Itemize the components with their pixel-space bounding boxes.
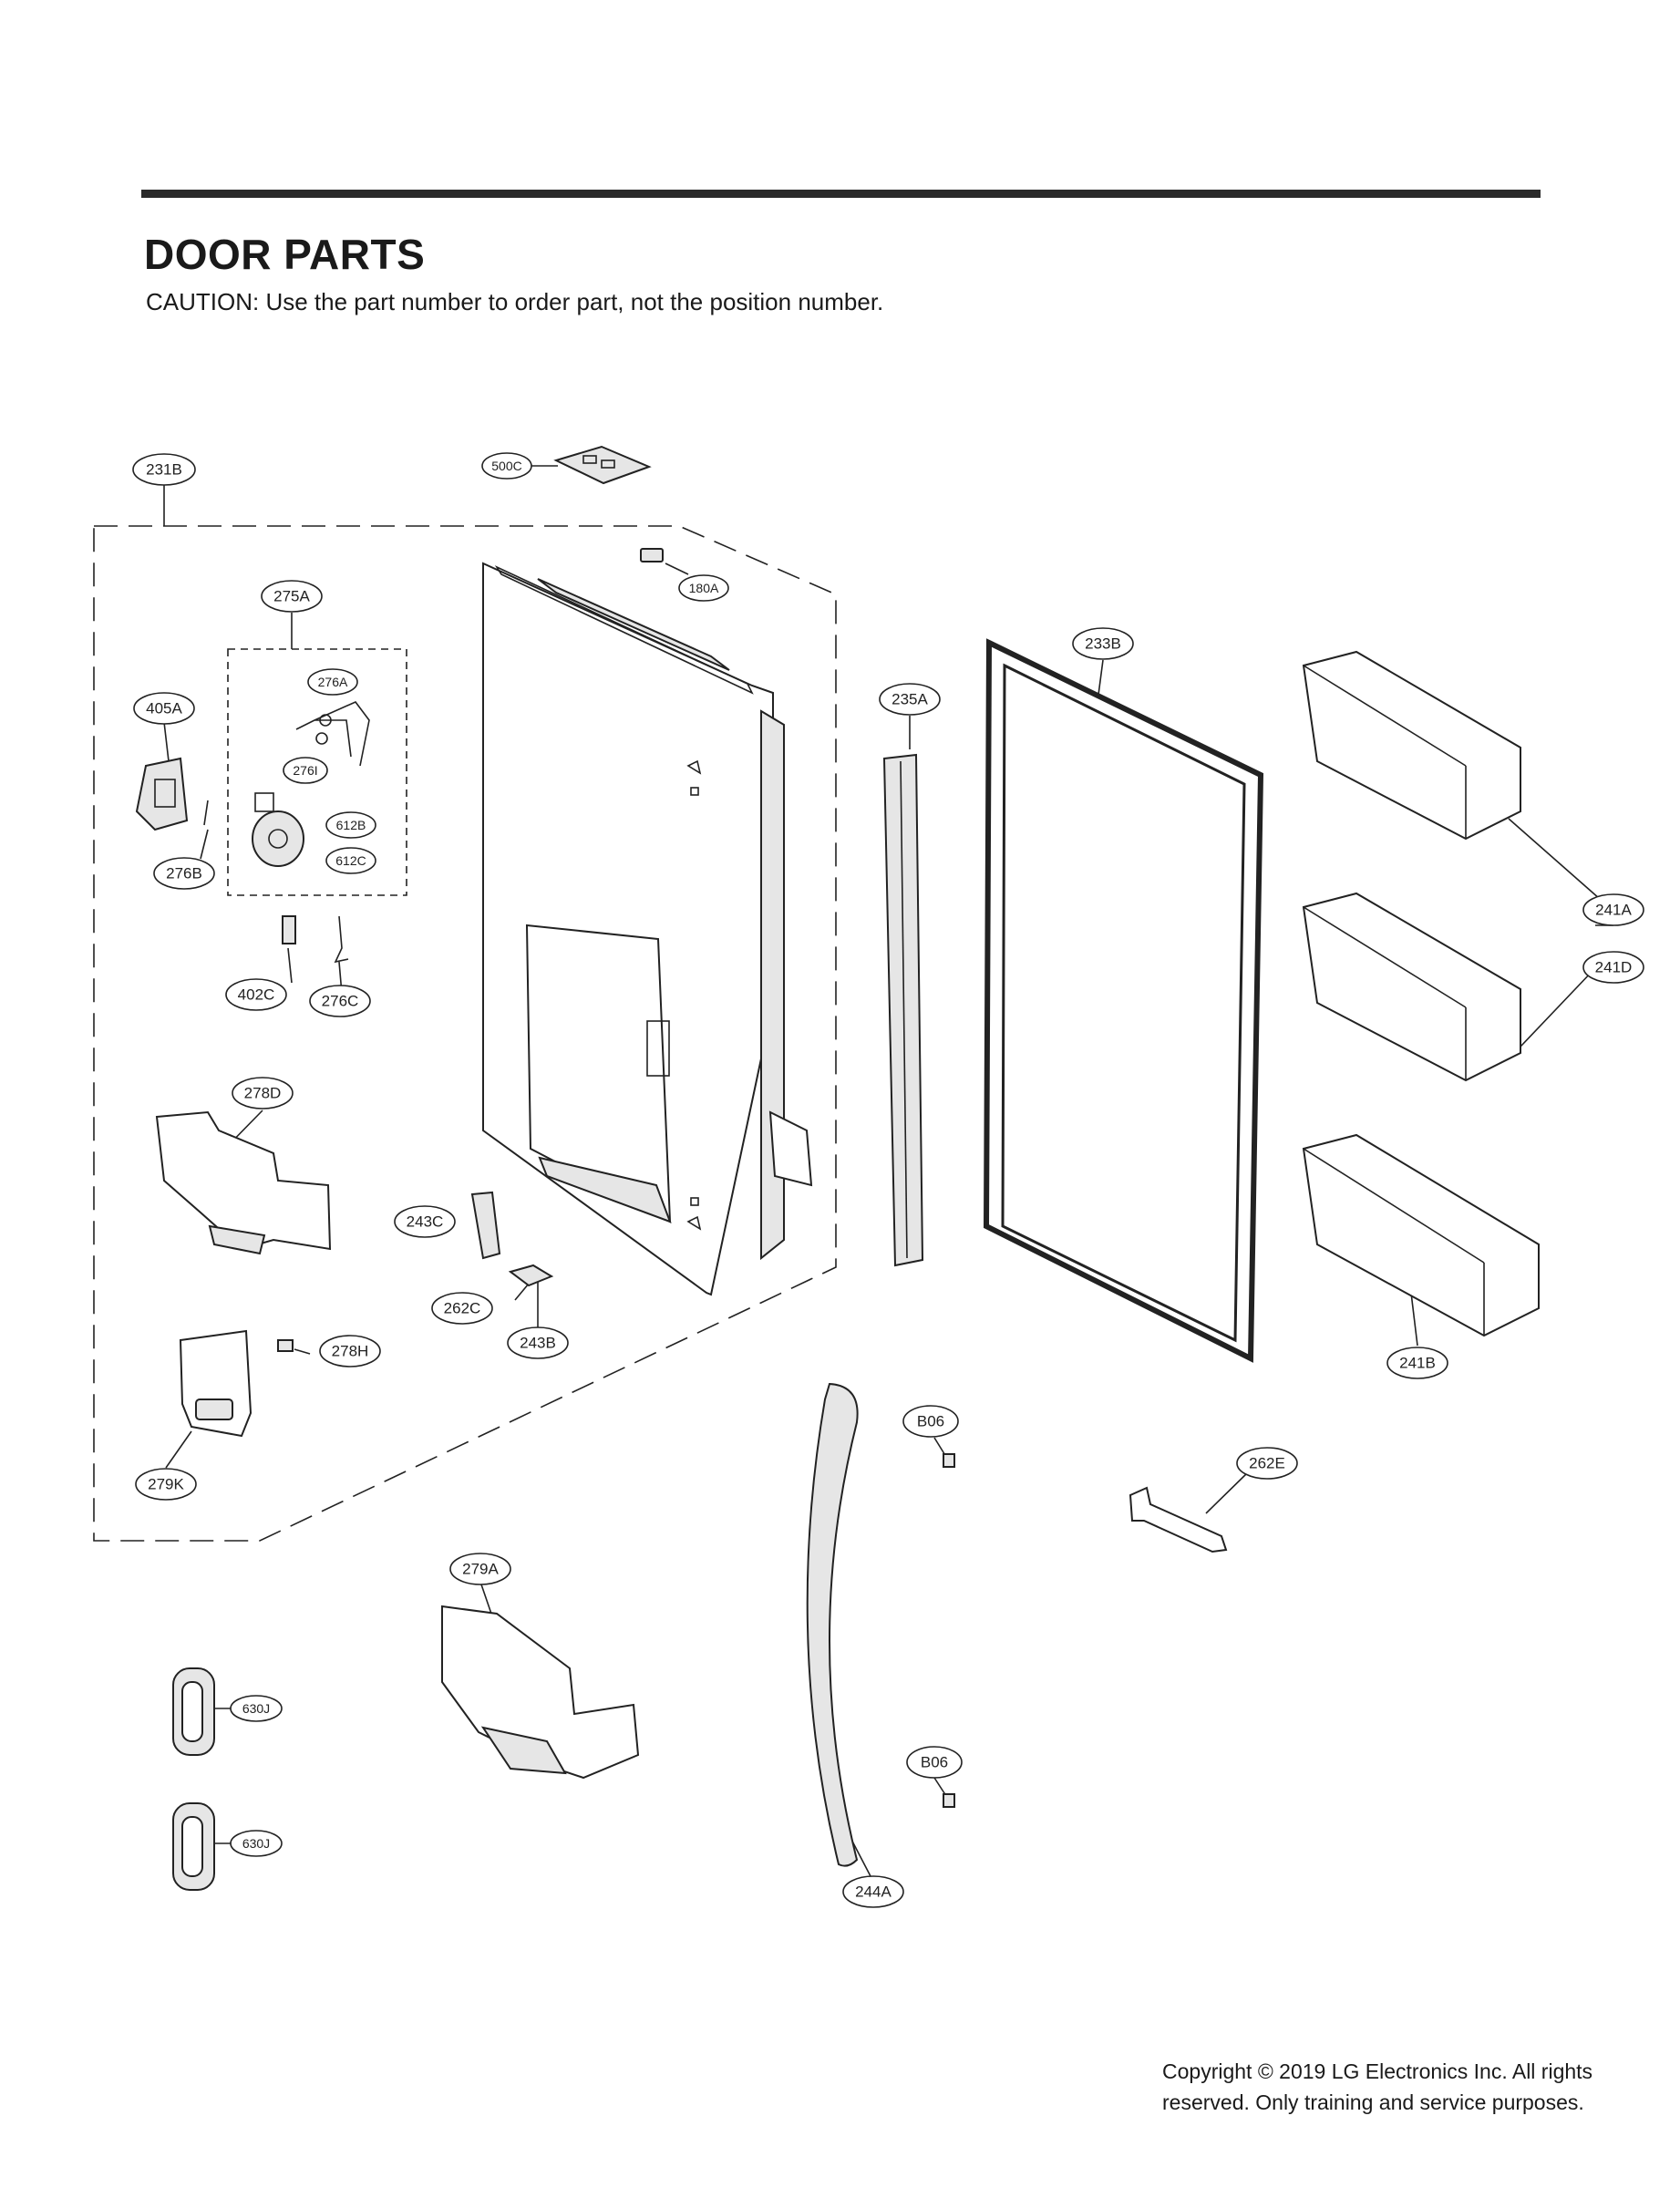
callout-276C: 276C	[309, 985, 371, 1017]
svg-text:243C: 243C	[407, 1213, 444, 1231]
part-276A-wire	[295, 701, 370, 767]
part-243C-bracket	[470, 1191, 501, 1260]
copyright-notice: Copyright © 2019 LG Electronics Inc. All…	[1162, 2056, 1636, 2118]
svg-text:500C: 500C	[491, 459, 521, 473]
callout-612B: 612B	[325, 811, 376, 839]
callout-630J-lower: 630J	[230, 1830, 283, 1857]
part-630J-seal-lower	[172, 1802, 215, 1891]
callout-241B: 241B	[1386, 1347, 1448, 1379]
svg-text:241A: 241A	[1595, 902, 1632, 919]
part-500C-control-board	[553, 445, 652, 485]
svg-text:B06: B06	[917, 1413, 944, 1430]
part-B06-screw-lower	[943, 1793, 955, 1808]
copyright-line-2: reserved. Only training and service purp…	[1162, 2090, 1584, 2114]
page-title: DOOR PARTS	[144, 231, 426, 278]
callout-278H: 278H	[319, 1335, 381, 1368]
callout-279A: 279A	[449, 1553, 511, 1585]
part-612-motor-assembly	[252, 792, 304, 867]
svg-text:180A: 180A	[689, 581, 719, 595]
svg-text:262E: 262E	[1249, 1455, 1285, 1472]
svg-text:243B: 243B	[520, 1335, 556, 1352]
header-rule	[141, 190, 1541, 198]
part-241D-bin	[1302, 892, 1521, 1082]
copyright-line-1: Copyright © 2019 LG Electronics Inc. All…	[1162, 2059, 1593, 2083]
part-door-liner-body	[482, 562, 813, 1296]
callout-612C: 612C	[325, 847, 376, 874]
part-276B-spring	[203, 800, 209, 826]
part-630J-seal-upper	[172, 1667, 215, 1756]
callout-243B: 243B	[507, 1326, 569, 1359]
callout-262C: 262C	[431, 1292, 493, 1325]
svg-text:276B: 276B	[166, 865, 202, 882]
callout-278D: 278D	[232, 1077, 294, 1109]
svg-text:402C: 402C	[238, 986, 275, 1004]
subassembly-boundary-275A	[227, 648, 407, 896]
callout-630J-upper: 630J	[230, 1695, 283, 1722]
svg-text:279K: 279K	[148, 1476, 184, 1493]
part-279K-cover	[179, 1329, 253, 1438]
svg-text:231B: 231B	[146, 461, 182, 479]
svg-text:244A: 244A	[855, 1884, 892, 1901]
callout-180A: 180A	[678, 574, 729, 602]
svg-text:612B: 612B	[336, 818, 366, 832]
svg-text:276I: 276I	[293, 763, 317, 778]
callout-241D: 241D	[1582, 951, 1644, 984]
part-235A-mullion	[882, 753, 924, 1267]
callout-262E: 262E	[1236, 1447, 1298, 1480]
callout-402C: 402C	[225, 978, 287, 1011]
callout-276A: 276A	[307, 668, 358, 696]
part-233B-gasket	[983, 638, 1264, 1363]
svg-text:241B: 241B	[1399, 1355, 1436, 1372]
callout-241A: 241A	[1582, 893, 1644, 926]
part-276C-lever	[334, 915, 349, 964]
part-244A-handle	[806, 1382, 859, 1867]
svg-text:278H: 278H	[332, 1343, 369, 1360]
callout-276I: 276I	[283, 757, 328, 784]
part-405A-assembly	[135, 757, 189, 831]
svg-text:B06: B06	[921, 1754, 948, 1771]
svg-text:262C: 262C	[444, 1300, 481, 1317]
part-278H-spring	[277, 1339, 294, 1352]
callout-B06-lower: B06	[906, 1746, 963, 1779]
svg-text:630J: 630J	[242, 1701, 270, 1716]
svg-text:278D: 278D	[244, 1085, 282, 1102]
callout-500C: 500C	[481, 452, 532, 480]
svg-text:241D: 241D	[1595, 959, 1633, 976]
part-B06-screw-upper	[943, 1453, 955, 1468]
svg-text:275A: 275A	[273, 588, 310, 605]
caution-note: CAUTION: Use the part number to order pa…	[146, 288, 884, 315]
part-278D-duct-assembly	[155, 1110, 332, 1255]
callout-231B: 231B	[132, 453, 196, 486]
part-241A-bin	[1302, 650, 1521, 841]
part-402C-switch	[282, 915, 296, 944]
callout-405A: 405A	[133, 692, 195, 725]
svg-text:612C: 612C	[335, 853, 366, 868]
callout-279K: 279K	[135, 1468, 197, 1501]
svg-text:405A: 405A	[146, 700, 182, 717]
part-262E-wrench	[1129, 1486, 1228, 1553]
svg-text:233B: 233B	[1085, 635, 1121, 653]
callout-275A: 275A	[261, 580, 323, 613]
svg-text:630J: 630J	[242, 1836, 270, 1851]
assembly-boundary	[93, 525, 837, 1542]
part-262C-bracket	[508, 1264, 554, 1287]
part-279A-cover	[441, 1605, 640, 1780]
part-241B-bin	[1302, 1133, 1540, 1337]
callout-B06-upper: B06	[902, 1405, 959, 1438]
callout-243C: 243C	[394, 1205, 456, 1238]
part-180A-clip	[640, 548, 664, 562]
svg-text:235A: 235A	[892, 691, 928, 708]
callout-276B: 276B	[153, 857, 215, 890]
callout-235A: 235A	[879, 683, 941, 716]
svg-text:276A: 276A	[318, 675, 348, 689]
callout-233B: 233B	[1072, 627, 1134, 660]
callout-244A: 244A	[842, 1875, 904, 1908]
svg-text:279A: 279A	[462, 1561, 499, 1578]
svg-text:276C: 276C	[322, 993, 359, 1010]
